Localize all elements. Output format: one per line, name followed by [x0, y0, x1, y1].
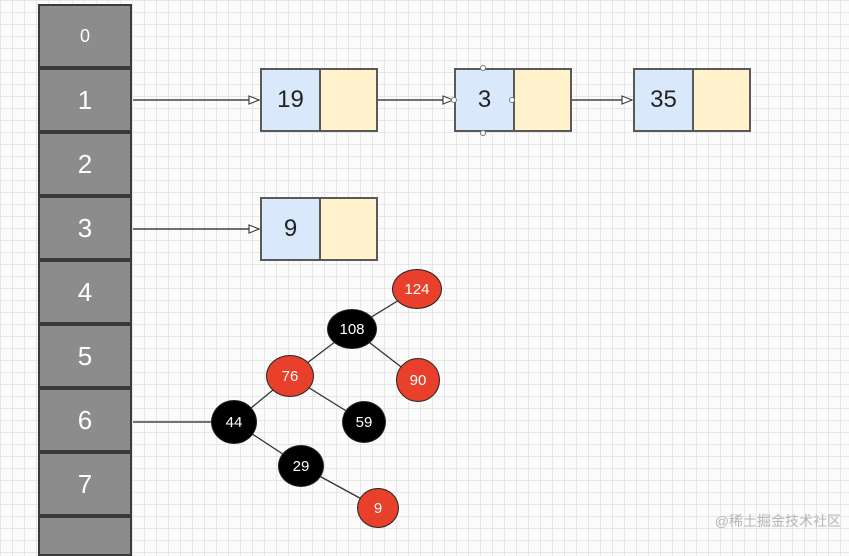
rb-node-90[interactable]: 90 [396, 358, 440, 402]
rb-node-value: 29 [292, 457, 310, 475]
node-value: 19 [262, 70, 321, 130]
selection-handle-bottom[interactable] [480, 130, 486, 136]
node-value: 9 [262, 199, 321, 259]
slot-index: 3 [77, 212, 93, 243]
array-slot-6: 6 [38, 388, 132, 452]
node-value: 3 [456, 70, 515, 130]
array-slot-2: 2 [38, 132, 132, 196]
rb-node-44[interactable]: 44 [211, 400, 257, 444]
slot-index: 6 [77, 404, 93, 435]
slot-index: 7 [77, 468, 93, 499]
array-slot-4: 4 [38, 260, 132, 324]
array-slot-0: 0 [38, 4, 132, 68]
node-next-pointer [321, 70, 376, 130]
selection-handle-top[interactable] [480, 65, 486, 71]
list-node-19[interactable]: 19 [260, 68, 378, 132]
array-slot-1: 1 [38, 68, 132, 132]
slot-index: 5 [77, 340, 93, 371]
rb-node-value: 44 [225, 413, 243, 431]
rb-node-value: 90 [409, 371, 427, 389]
rb-node-value: 124 [404, 280, 430, 298]
rb-node-59[interactable]: 59 [342, 401, 386, 443]
rb-node-value: 59 [355, 413, 373, 431]
array-slot-5: 5 [38, 324, 132, 388]
hashmap-diagram: 0 1 2 3 4 5 6 7 19 3 35 9 124 108 76 90 … [38, 4, 841, 556]
rb-node-value: 108 [339, 320, 365, 338]
rb-node-108[interactable]: 108 [327, 309, 377, 349]
node-value: 35 [635, 70, 694, 130]
watermark: @稀土掘金技术社区 [714, 513, 841, 529]
node-next-pointer [694, 70, 749, 130]
slot-index: 2 [77, 148, 93, 179]
slot-index: 1 [77, 84, 93, 115]
selection-handle-left[interactable] [451, 97, 457, 103]
slot-index: 4 [77, 276, 93, 307]
selection-handle-right[interactable] [509, 97, 515, 103]
list-node-35[interactable]: 35 [633, 68, 751, 132]
rb-node-value: 76 [281, 367, 299, 385]
array-slot-3: 3 [38, 196, 132, 260]
rb-node-76[interactable]: 76 [266, 355, 314, 397]
node-next-pointer [321, 199, 376, 259]
list-node-9[interactable]: 9 [260, 197, 378, 261]
rb-node-value: 9 [373, 499, 383, 517]
array-slot-8-partial [38, 516, 132, 556]
array-slot-7: 7 [38, 452, 132, 516]
rb-node-9[interactable]: 9 [357, 488, 399, 528]
rb-node-124[interactable]: 124 [392, 269, 442, 309]
slot-index: 0 [79, 25, 90, 46]
node-next-pointer [515, 70, 570, 130]
rb-node-29[interactable]: 29 [278, 445, 324, 487]
